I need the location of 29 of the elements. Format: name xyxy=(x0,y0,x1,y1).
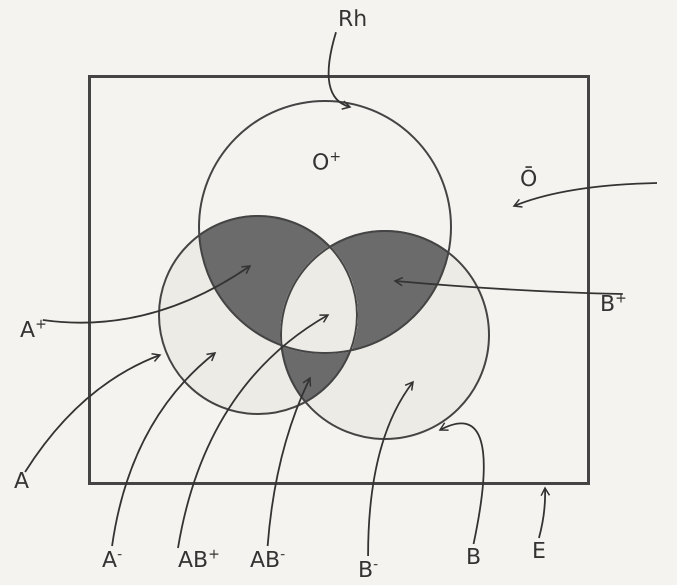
leader-arrow xyxy=(538,487,550,538)
region-label: B$^{-}$ xyxy=(358,558,378,584)
region-label: AB$^{-}$ xyxy=(250,548,286,574)
region-label: O$^{+}$ xyxy=(312,150,342,176)
region-label: Ō xyxy=(520,168,538,192)
universe-rectangle xyxy=(88,75,590,485)
region-label: E xyxy=(532,540,546,564)
region-label: A xyxy=(14,470,30,494)
set-circle xyxy=(158,215,358,415)
leader-arrow xyxy=(111,352,216,546)
region-label: B$^{+}$ xyxy=(600,292,627,318)
leader-arrow xyxy=(439,422,485,544)
set-circle xyxy=(198,100,452,354)
leader-arrow xyxy=(367,381,414,556)
leader-arrow xyxy=(42,265,251,324)
shaded-region xyxy=(330,230,450,352)
leader-arrow xyxy=(24,353,161,472)
set-circle xyxy=(280,230,490,440)
region-label: B xyxy=(466,546,482,570)
region-label: A$^{+}$ xyxy=(20,318,47,344)
leader-arrow xyxy=(328,32,351,110)
shaded-region xyxy=(198,215,330,346)
leader-arrow xyxy=(394,276,623,295)
leader-arrow xyxy=(177,314,329,548)
region-label: AB$^{+}$ xyxy=(178,548,220,574)
region-label: Rh xyxy=(338,8,368,32)
leader-arrow xyxy=(266,377,312,546)
region-label: A$^{-}$ xyxy=(102,548,122,574)
leader-arrow xyxy=(513,182,658,208)
